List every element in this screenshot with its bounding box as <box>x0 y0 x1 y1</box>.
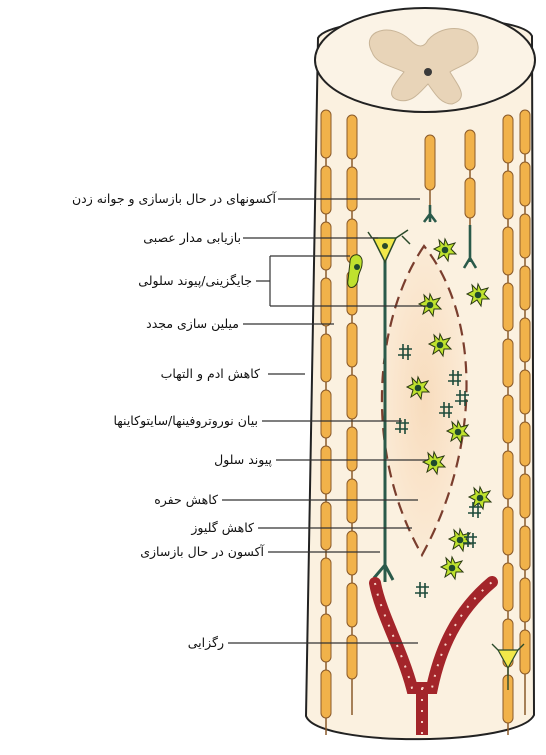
label-remyelination: میلین سازی مجدد <box>146 316 239 331</box>
myelin-segment <box>465 178 475 218</box>
label-edema-inflammation: کاهش ادم و التهاب <box>161 366 260 381</box>
myelin-segment <box>503 339 513 387</box>
myelin-segment <box>347 167 357 211</box>
label-cavity-reduction: کاهش حفره <box>154 492 218 507</box>
myelin-segment <box>520 110 530 154</box>
myelin-segment <box>347 479 357 523</box>
myelin-segment <box>321 110 331 158</box>
myelin-segment <box>503 227 513 275</box>
myelin-segment <box>347 531 357 575</box>
label-cell-replacement: جایگزینی/پیوند سلولی <box>138 273 252 288</box>
myelin-segment <box>321 334 331 382</box>
myelin-segment <box>425 135 435 190</box>
myelin-segment <box>520 526 530 570</box>
myelin-segment <box>520 422 530 466</box>
myelin-segment <box>347 115 357 159</box>
myelin-segment <box>503 283 513 331</box>
label-axons-sprouting: آکسونهای در حال بازسازی و جوانه زدن <box>72 191 276 206</box>
myelin-segment <box>321 614 331 662</box>
label-glial-reduction: کاهش گلیوز <box>191 520 254 535</box>
myelin-segment <box>520 214 530 258</box>
label-neurotrophin-expression: بیان نوروتروفینها/سایتوکاینها <box>113 413 258 428</box>
myelin-segment <box>321 166 331 214</box>
myelin-segment <box>321 558 331 606</box>
myelin-segment <box>347 635 357 679</box>
myelin-segment <box>503 451 513 499</box>
myelin-segment <box>520 162 530 206</box>
label-regenerating-axon: آکسون در حال بازسازی <box>140 544 264 559</box>
myelin-segment <box>520 474 530 518</box>
myelin-segment <box>321 222 331 270</box>
label-cell-transplant: پیوند سلول <box>214 452 272 467</box>
myelin-segment <box>503 171 513 219</box>
myelin-segment <box>520 370 530 414</box>
myelin-segment <box>503 563 513 611</box>
myelin-segment <box>465 130 475 170</box>
myelin-segment <box>321 278 331 326</box>
myelin-segment <box>347 427 357 471</box>
myelin-segment <box>321 670 331 718</box>
myelin-segment <box>520 266 530 310</box>
myelin-segment <box>503 115 513 163</box>
myelin-segment <box>503 395 513 443</box>
myelin-segment <box>321 502 331 550</box>
label-circuit-recovery: بازیابی مدار عصبی <box>143 230 241 245</box>
myelin-segment <box>347 375 357 419</box>
myelin-segment <box>321 446 331 494</box>
myelin-segment <box>503 507 513 555</box>
myelin-segment <box>520 630 530 674</box>
myelin-segment <box>321 390 331 438</box>
label-angiogenesis: رگزایی <box>188 635 224 650</box>
myelin-segment <box>520 578 530 622</box>
myelin-segment <box>347 583 357 627</box>
myelin-segment <box>347 323 357 367</box>
central-canal <box>424 68 432 76</box>
myelin-segment <box>520 318 530 362</box>
